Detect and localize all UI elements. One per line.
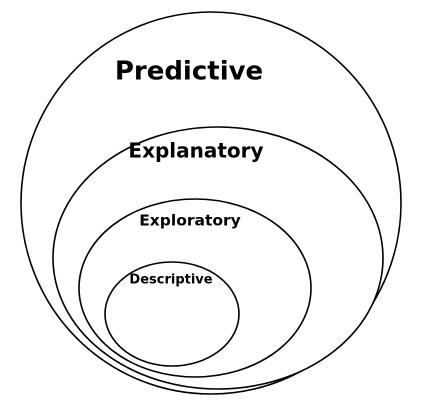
- ring-descriptive: [104, 261, 240, 367]
- label-exploratory: Exploratory: [139, 212, 241, 230]
- label-explanatory: Explanatory: [128, 139, 263, 163]
- label-predictive: Predictive: [115, 57, 263, 87]
- label-descriptive: Descriptive: [129, 273, 212, 288]
